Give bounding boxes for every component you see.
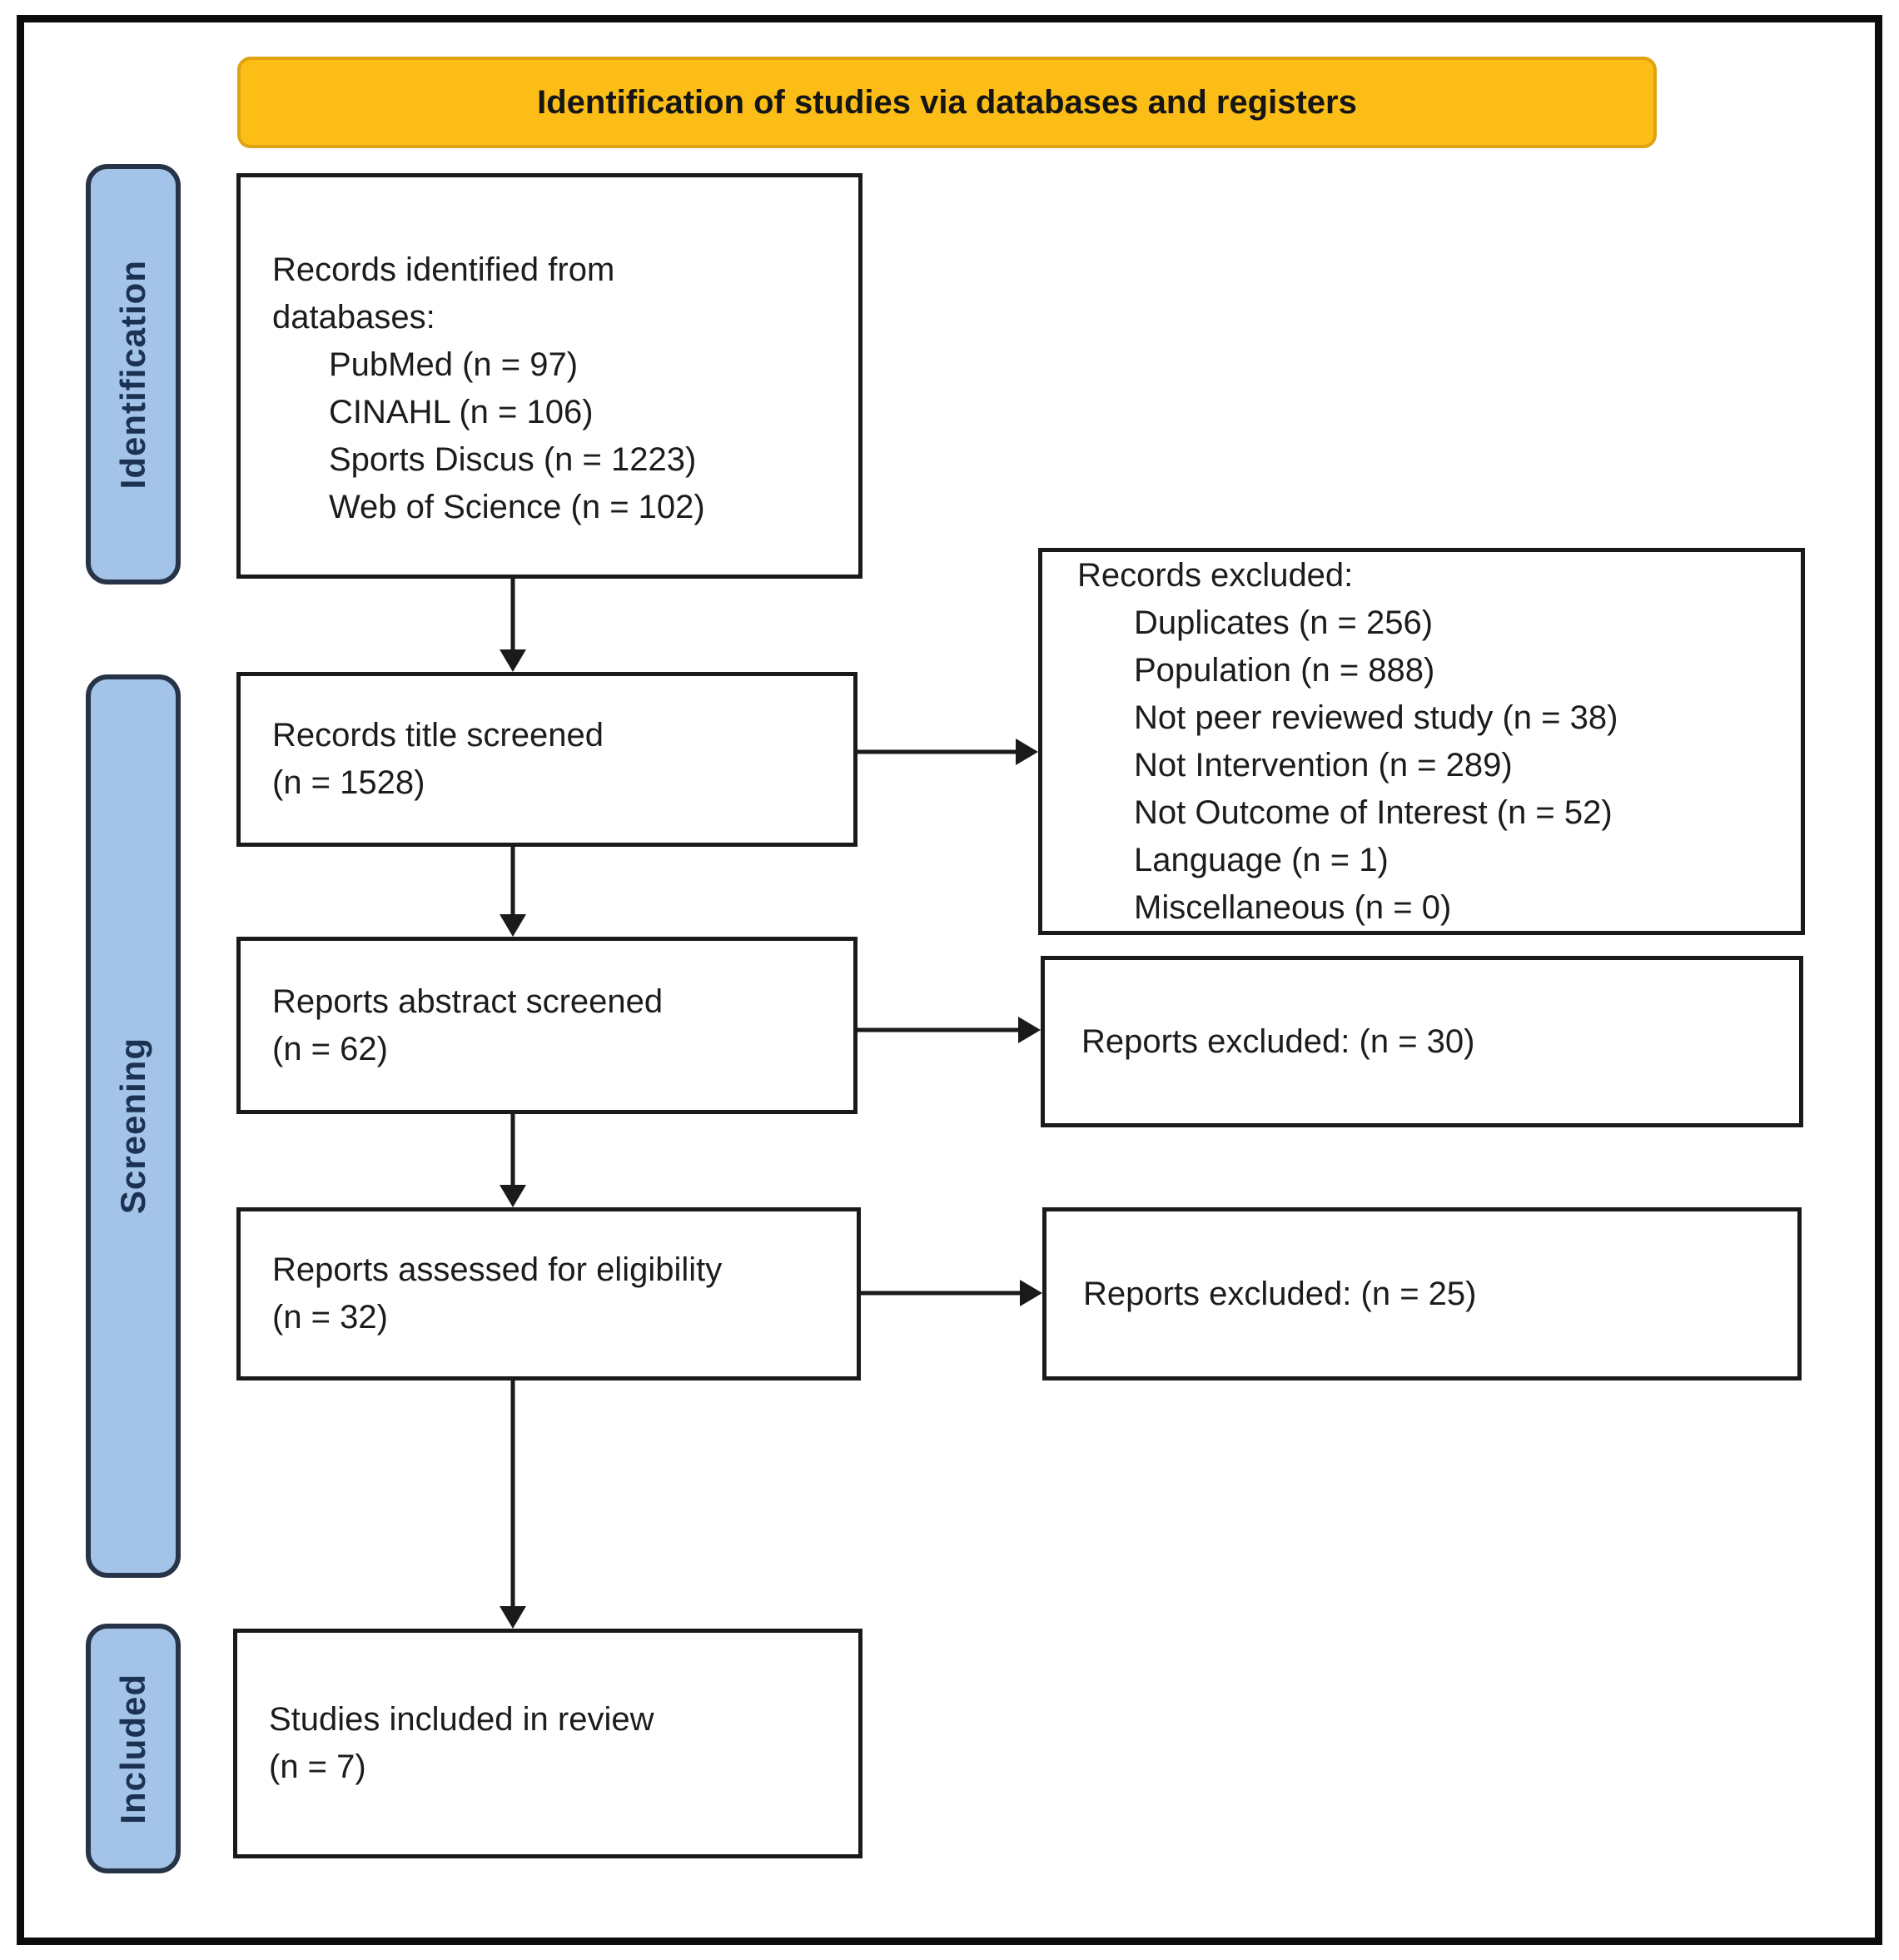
eligibility-line: Reports assessed for eligibility bbox=[272, 1251, 723, 1288]
arrow-line bbox=[510, 1114, 515, 1189]
stage-bar-screening: Screening bbox=[86, 674, 181, 1578]
reports-excluded-30-text: Reports excluded: (n = 30) bbox=[1081, 1022, 1475, 1060]
arrow-abstract-to-reports-excluded-30 bbox=[858, 1017, 1041, 1043]
arrow-line bbox=[510, 579, 515, 654]
arrow-head-down-icon bbox=[500, 649, 526, 672]
arrow-eligibility-to-reports-excluded-25 bbox=[861, 1280, 1042, 1306]
arrow-head-right-icon bbox=[1016, 739, 1038, 765]
records-identified-line: Records identified from bbox=[272, 251, 615, 288]
arrow-head-down-icon bbox=[500, 1606, 526, 1629]
box-studies-included: Studies included in review (n = 7) bbox=[233, 1629, 863, 1858]
arrow-title-screened-to-abstract bbox=[500, 847, 526, 937]
reports-excluded-25-text: Reports excluded: (n = 25) bbox=[1083, 1275, 1477, 1312]
arrow-head-down-icon bbox=[500, 1185, 526, 1207]
stage-label-identification: Identification bbox=[113, 259, 152, 490]
excluded-duplicates: Duplicates (n = 256) bbox=[1134, 604, 1434, 641]
box-records-excluded: Records excluded: Duplicates (n = 256) P… bbox=[1038, 548, 1805, 935]
records-excluded-title: Records excluded: bbox=[1077, 556, 1354, 594]
title-screened-count: (n = 1528) bbox=[272, 764, 425, 801]
excluded-not-outcome: Not Outcome of Interest (n = 52) bbox=[1134, 793, 1613, 831]
box-reports-assessed-eligibility: Reports assessed for eligibility (n = 32… bbox=[236, 1207, 861, 1380]
studies-included-line: Studies included in review bbox=[269, 1701, 654, 1738]
arrow-line bbox=[510, 1380, 515, 1610]
stage-bar-identification: Identification bbox=[86, 164, 181, 585]
arrow-line bbox=[510, 847, 515, 918]
database-count-cinahl: CINAHL (n = 106) bbox=[329, 393, 594, 430]
database-count-sportsdiscus: Sports Discus (n = 1223) bbox=[329, 440, 697, 478]
diagram-title-banner: Identification of studies via databases … bbox=[237, 57, 1657, 148]
diagram-title: Identification of studies via databases … bbox=[537, 83, 1357, 121]
arrow-head-right-icon bbox=[1020, 1280, 1042, 1306]
excluded-not-peer-reviewed: Not peer reviewed study (n = 38) bbox=[1134, 699, 1618, 736]
arrow-title-screened-to-records-excluded bbox=[858, 739, 1038, 765]
excluded-not-intervention: Not Intervention (n = 289) bbox=[1134, 746, 1513, 784]
stage-label-screening: Screening bbox=[113, 1037, 152, 1215]
box-records-title-screened: Records title screened (n = 1528) bbox=[236, 672, 858, 847]
abstract-screened-count: (n = 62) bbox=[272, 1030, 388, 1067]
title-screened-line: Records title screened bbox=[272, 717, 604, 754]
eligibility-count: (n = 32) bbox=[272, 1299, 388, 1336]
excluded-population: Population (n = 888) bbox=[1134, 651, 1435, 689]
database-count-webofscience: Web of Science (n = 102) bbox=[329, 488, 705, 525]
arrow-line bbox=[858, 749, 1020, 754]
stage-bar-included: Included bbox=[86, 1624, 181, 1873]
arrow-head-right-icon bbox=[1018, 1017, 1041, 1043]
arrow-abstract-to-eligibility bbox=[500, 1114, 526, 1207]
arrow-line bbox=[858, 1027, 1022, 1032]
arrow-eligibility-to-included bbox=[500, 1380, 526, 1629]
studies-included-count: (n = 7) bbox=[269, 1749, 366, 1785]
box-reports-abstract-screened: Reports abstract screened (n = 62) bbox=[236, 937, 858, 1114]
arrow-line bbox=[861, 1291, 1024, 1296]
excluded-miscellaneous: Miscellaneous (n = 0) bbox=[1134, 888, 1452, 926]
box-reports-excluded-25: Reports excluded: (n = 25) bbox=[1042, 1207, 1802, 1380]
excluded-language: Language (n = 1) bbox=[1134, 841, 1389, 878]
database-count-pubmed: PubMed (n = 97) bbox=[329, 346, 579, 383]
abstract-screened-line: Reports abstract screened bbox=[272, 982, 664, 1020]
stage-label-included: Included bbox=[113, 1673, 152, 1824]
box-records-identified: Records identified from databases: PubMe… bbox=[236, 173, 863, 579]
records-identified-line: databases: bbox=[272, 298, 435, 336]
arrow-head-down-icon bbox=[500, 914, 526, 937]
arrow-identified-to-title-screened bbox=[500, 579, 526, 672]
box-reports-excluded-30: Reports excluded: (n = 30) bbox=[1041, 956, 1803, 1127]
